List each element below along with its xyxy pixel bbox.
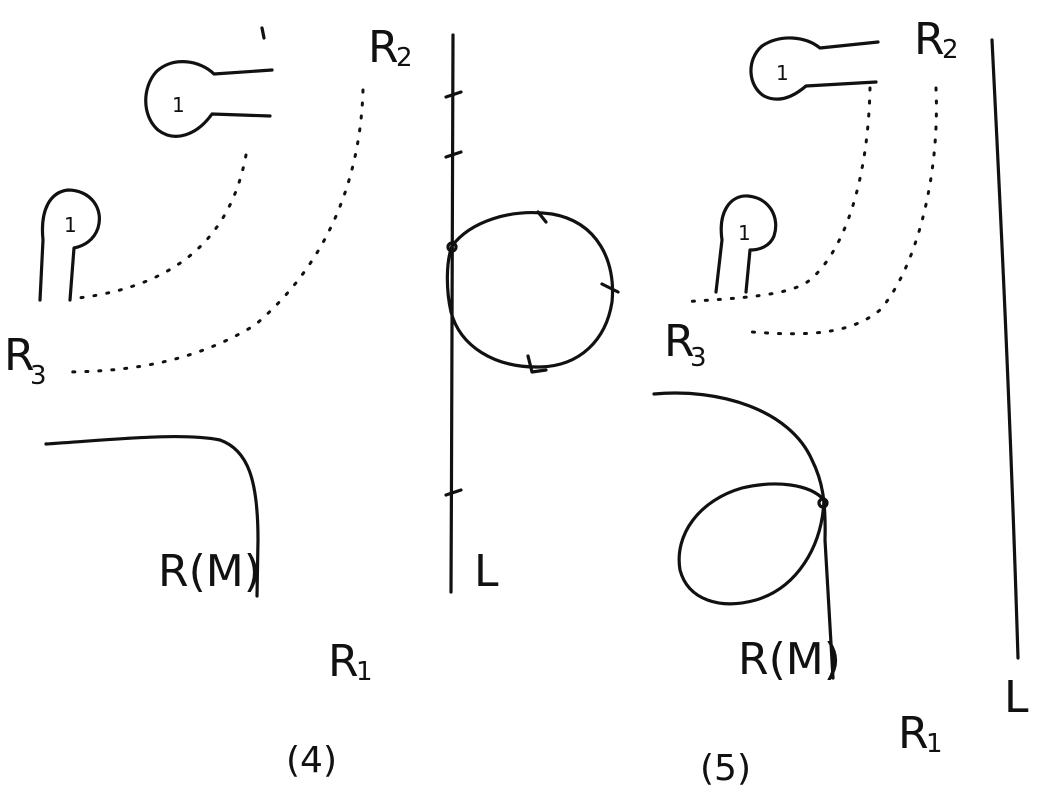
svg-text:3: 3 bbox=[690, 343, 707, 373]
panel-5: 1 1 R 2 R 3 R(M) L R 1 (5) bbox=[652, 14, 1029, 789]
panel-caption: (4) bbox=[286, 740, 337, 781]
label-r2: R 2 bbox=[914, 14, 959, 65]
svg-text:2: 2 bbox=[942, 35, 959, 65]
svg-text:3: 3 bbox=[30, 361, 47, 391]
panel-4: 1 1 R 2 R 3 R(M) L R 1 (4) bbox=[4, 22, 620, 781]
tick-mark bbox=[260, 26, 266, 40]
keyhole-left bbox=[38, 188, 101, 302]
svg-text:R: R bbox=[914, 14, 945, 65]
attachment-point bbox=[817, 497, 829, 509]
line-l bbox=[990, 38, 1020, 660]
r2-boundary-dotted bbox=[60, 88, 365, 374]
label-r2: R 2 bbox=[368, 22, 413, 73]
label-rm: R(M) bbox=[738, 634, 841, 685]
keyhole-upper-label: 1 bbox=[776, 61, 789, 85]
svg-text:R: R bbox=[4, 330, 35, 381]
label-l: L bbox=[474, 546, 499, 597]
svg-text:1: 1 bbox=[356, 657, 373, 687]
line-l bbox=[449, 33, 455, 594]
label-r1: R 1 bbox=[898, 708, 943, 759]
loop-on-rm bbox=[677, 482, 826, 606]
keyhole-upper-label: 1 bbox=[172, 93, 185, 117]
label-rm: R(M) bbox=[158, 546, 261, 597]
keyhole-upper bbox=[749, 36, 880, 101]
keyhole-upper bbox=[144, 60, 274, 138]
tick-mark bbox=[526, 354, 548, 374]
label-l: L bbox=[1004, 672, 1029, 723]
svg-text:1: 1 bbox=[926, 729, 943, 759]
tick-mark bbox=[444, 488, 463, 497]
svg-text:R: R bbox=[664, 316, 695, 367]
svg-text:R: R bbox=[328, 636, 359, 687]
tick-mark bbox=[444, 150, 463, 159]
label-r1: R 1 bbox=[328, 636, 373, 687]
tick-mark bbox=[600, 282, 620, 294]
tick-mark bbox=[444, 90, 463, 99]
svg-text:R: R bbox=[368, 22, 399, 73]
rm-boundary bbox=[44, 434, 260, 598]
keyhole-mid-label: 1 bbox=[738, 221, 751, 245]
tick-mark bbox=[536, 210, 548, 224]
panel-caption: (5) bbox=[700, 748, 751, 789]
svg-text:R: R bbox=[898, 708, 929, 759]
attachment-point bbox=[446, 241, 458, 253]
svg-text:2: 2 bbox=[396, 43, 413, 73]
label-r3: R 3 bbox=[664, 316, 707, 373]
inner-boundary-dotted bbox=[76, 153, 248, 300]
keyhole-left-label: 1 bbox=[64, 213, 77, 237]
loop-on-l bbox=[445, 211, 615, 369]
r2-boundary-dotted bbox=[750, 86, 938, 336]
label-r3: R 3 bbox=[4, 330, 47, 391]
inner-boundary-dotted bbox=[680, 86, 872, 304]
keyhole-mid bbox=[714, 194, 778, 294]
